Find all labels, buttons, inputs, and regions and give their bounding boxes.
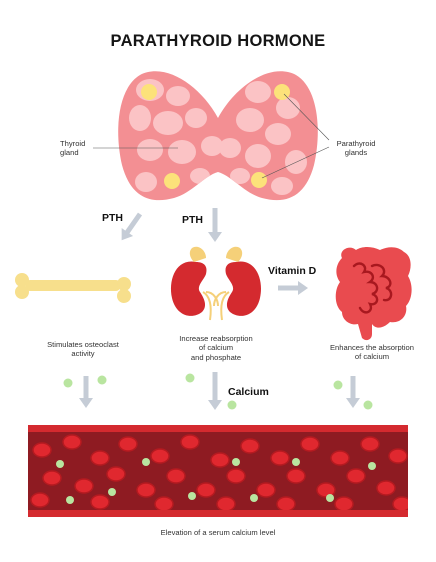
arrow-icon <box>79 376 93 408</box>
blood-vessel-icon <box>28 425 408 517</box>
blood-caption: Elevation of a serum calcium level <box>160 528 276 537</box>
bone-caption: Stimulates osteoclast activity <box>47 340 119 359</box>
parathyroid-gland-icon <box>164 173 180 189</box>
kidney-caption: Increase reabsorption of calcium and pho… <box>179 334 253 362</box>
page-title: PARATHYROID HORMONE <box>110 32 326 50</box>
intestine-caption: Enhances the absorption of calcium <box>329 343 414 362</box>
arrow-icon <box>208 372 222 410</box>
parathyroid-gland-icon <box>141 84 157 100</box>
arrow-icon <box>208 208 222 242</box>
pth-left-label: PTH <box>102 212 123 224</box>
arrow-icon <box>278 281 308 295</box>
arrows <box>79 208 360 410</box>
parathyroid-glands-label: Parathyroid glands <box>336 139 376 158</box>
thyroid-icon <box>118 71 318 201</box>
arrow-icon <box>121 212 143 241</box>
calcium-dots <box>63 373 373 410</box>
kidneys-icon <box>171 246 261 321</box>
vitamin-d-label: Vitamin D <box>268 265 317 277</box>
bone-icon <box>15 273 131 303</box>
thyroid-gland-label: Thyroid gland <box>60 139 86 158</box>
pth-center-label: PTH <box>182 214 203 226</box>
leader-lines <box>93 93 330 179</box>
parathyroid-gland-icon <box>251 172 267 188</box>
calcium-label: Calcium <box>228 386 269 398</box>
arrow-icon <box>346 376 360 408</box>
intestine-icon <box>335 247 412 341</box>
